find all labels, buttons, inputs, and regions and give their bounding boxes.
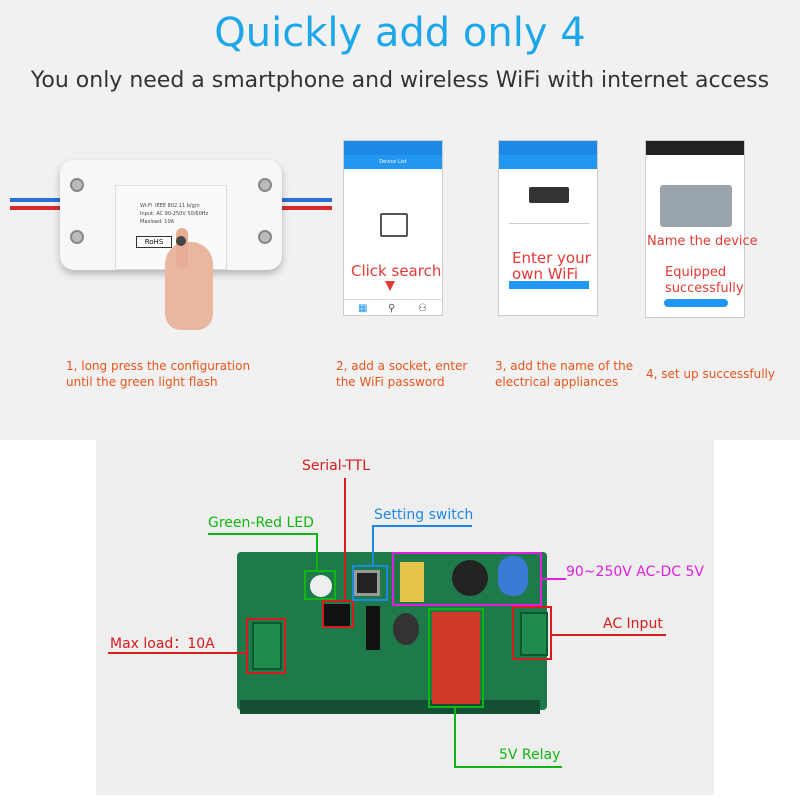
- ac-dc-label: 90~250V AC-DC 5V: [566, 564, 704, 580]
- step-2-line1: 2, add a socket, enter: [336, 359, 468, 373]
- relay-label: 5V Relay: [499, 747, 561, 763]
- phone2-caption-line1: Enter your: [512, 249, 591, 267]
- red-wire-left: [10, 206, 70, 210]
- blue-wire-left: [10, 198, 70, 202]
- green-red-led-label: Green-Red LED: [208, 515, 314, 531]
- phone3-caption-name: Name the device: [647, 234, 758, 249]
- folder-icon: [380, 213, 408, 237]
- confirm-bar: [509, 281, 589, 289]
- relay-leader-vertical: [454, 708, 456, 766]
- appliances-image: [660, 185, 732, 227]
- phone-tab-bar: ▦ ⚲ ⚇: [344, 299, 442, 315]
- router-icon: [529, 187, 569, 203]
- capacitor-component: [452, 560, 488, 596]
- blue-wire-right: [272, 198, 332, 202]
- screw-icon: [258, 178, 272, 192]
- step-2-label: 2, add a socket, enter the WiFi password: [336, 358, 467, 390]
- step-1-label: 1, long press the configuration until th…: [66, 358, 250, 390]
- phone-nav-bar: [499, 155, 597, 169]
- phone-nav-title: Device List: [344, 155, 442, 169]
- relay-box: [428, 608, 484, 708]
- chip-component: [324, 604, 350, 626]
- user-icon: ⚇: [418, 303, 427, 314]
- switch-leader-vertical: [372, 525, 374, 565]
- phone2-caption-line2: own WiFi: [512, 265, 579, 283]
- serial-ttl-label: Serial-TTL: [302, 458, 371, 474]
- setup-steps-panel: Quickly add only 4 You only need a smart…: [0, 0, 800, 440]
- screw-icon: [70, 230, 84, 244]
- phone-screen-2: [498, 140, 598, 316]
- rohs-mark: RoHS: [136, 236, 172, 248]
- max-load-label: Max load：10A: [110, 636, 215, 652]
- ac-dc-box: [392, 552, 542, 606]
- max-load-leader: [108, 652, 248, 654]
- input-line: [509, 223, 589, 224]
- max-load-box: [246, 618, 286, 674]
- page-title: Quickly add only 4: [214, 10, 586, 56]
- serial-ttl-leader: [344, 478, 346, 600]
- switch-device-image: Wi-Fi IEEE 802.11 b/g/n Input: AC 90-250…: [10, 150, 332, 330]
- step-3-label: 3, add the name of the electrical applia…: [495, 358, 633, 390]
- status-bar: [646, 141, 744, 155]
- done-button-bar: [664, 299, 728, 307]
- header-pins: [366, 606, 380, 650]
- load-terminal-block: [252, 622, 282, 670]
- switch-leader-horizontal: [372, 525, 472, 527]
- push-button-component: [354, 570, 380, 596]
- hand-icon: [165, 242, 213, 330]
- led-leader-horizontal: [208, 533, 318, 535]
- ac-dc-leader: [542, 578, 566, 580]
- red-wire-right: [272, 206, 332, 210]
- ac-input-label: AC Input: [603, 616, 663, 632]
- transformer-component: [400, 562, 424, 602]
- led-box: [304, 570, 336, 600]
- step-3-line1: 3, add the name of the: [495, 359, 634, 373]
- phone-screen-1: Device List ▦ ⚲ ⚇: [343, 140, 443, 316]
- led-leader-vertical: [316, 533, 318, 571]
- step-3-line2: electrical appliances: [495, 375, 619, 389]
- relay-component: [432, 612, 480, 704]
- step-1-line1: 1, long press the configuration: [66, 359, 251, 373]
- config-button: [176, 236, 186, 246]
- serial-ttl-box: [322, 600, 354, 628]
- ac-input-box: [512, 606, 552, 660]
- step-1-line2: until the green light flash: [66, 375, 218, 389]
- page-subtitle: You only need a smartphone and wireless …: [30, 68, 770, 93]
- device-spec-text: Wi-Fi IEEE 802.11 b/g/n Input: AC 90-250…: [140, 203, 209, 225]
- phone3-caption-eq-line2: successfully: [665, 281, 744, 296]
- phone-screen-3: [645, 140, 745, 318]
- search-icon: ⚲: [388, 303, 396, 314]
- led-component: [310, 575, 332, 597]
- status-bar: [499, 141, 597, 155]
- step-2-line2: the WiFi password: [336, 375, 445, 389]
- grid-icon: ▦: [358, 303, 368, 314]
- phone3-caption-equipped: Equipped successfully: [665, 265, 744, 297]
- setting-switch-label: Setting switch: [374, 507, 474, 523]
- arrow-icon: [385, 281, 395, 291]
- screw-icon: [258, 230, 272, 244]
- phone2-caption: Enter your own WiFi: [512, 250, 591, 282]
- screw-icon: [70, 178, 84, 192]
- ac-terminal-block: [520, 612, 548, 656]
- switch-box: [352, 565, 388, 601]
- phone3-caption-eq-line1: Equipped: [665, 265, 727, 280]
- step-4-label: 4, set up successfully: [646, 367, 775, 381]
- phone1-caption: Click search: [351, 262, 442, 280]
- relay-leader-horizontal: [454, 766, 562, 768]
- capacitor-component: [393, 613, 419, 645]
- status-bar: [344, 141, 442, 155]
- finger-icon: [176, 228, 188, 268]
- pcb-edge: [240, 700, 540, 714]
- blue-capacitor: [498, 556, 528, 596]
- ac-input-leader: [552, 634, 666, 636]
